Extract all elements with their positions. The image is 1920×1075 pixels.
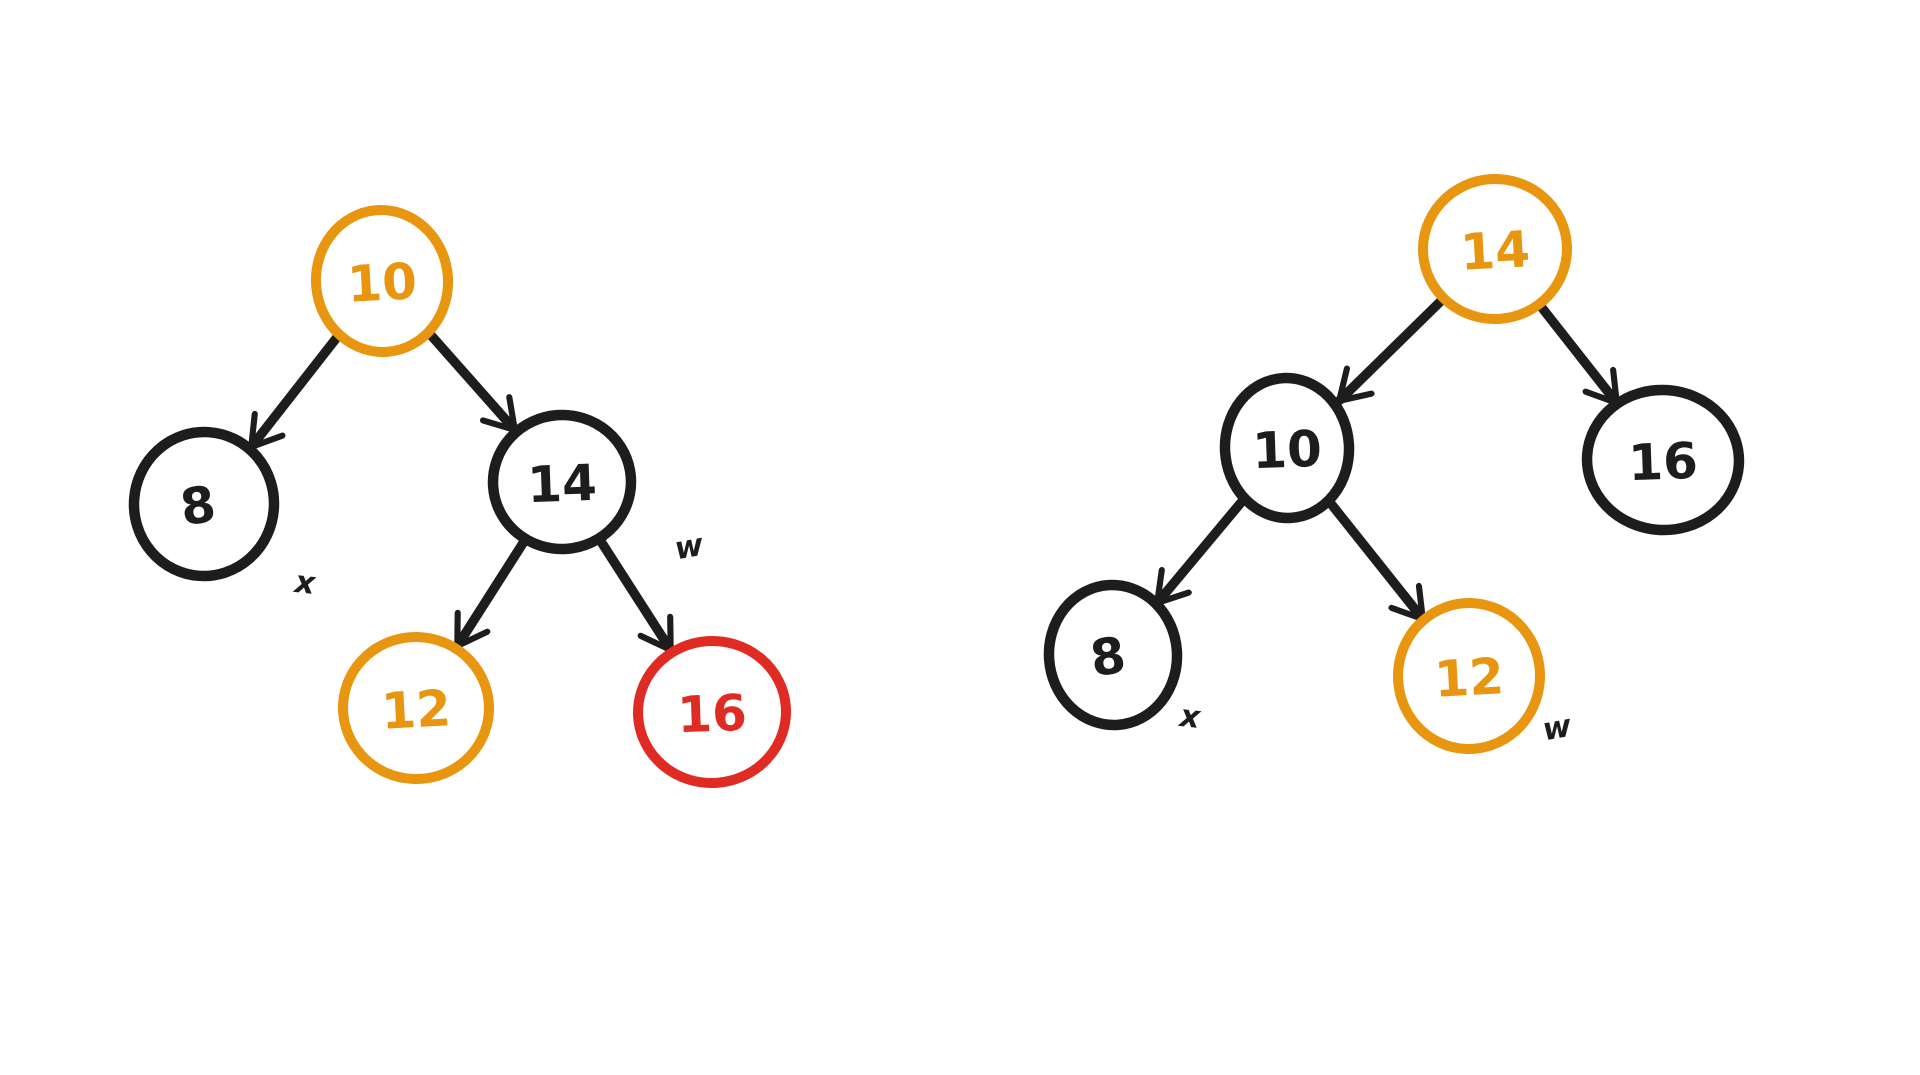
node-before-root-10: 10 [310, 205, 454, 357]
node-circle-after-16 [1581, 384, 1745, 536]
edge-after-14-to-10 [1335, 293, 1449, 405]
node-circle-before-16 [633, 635, 791, 789]
edge-after-10-to-8 [1153, 494, 1249, 607]
node-circle-before-10 [310, 205, 454, 357]
node-circle-after-12 [1392, 598, 1546, 754]
node-circle-before-8 [128, 426, 280, 582]
edge-after-10-to-12 [1323, 495, 1427, 623]
node-circle-after-10 [1219, 372, 1355, 524]
node-value-after-16: 16 [1627, 432, 1699, 492]
node-circle-after-14 [1418, 173, 1572, 325]
node-value-before-12: 12 [380, 679, 453, 741]
node-value-before-16: 16 [676, 684, 748, 744]
node-value-before-8: 8 [177, 475, 220, 537]
node-value-after-12: 12 [1433, 647, 1506, 709]
node-before-right-14: 14 [487, 409, 637, 555]
edge-before-14-to-16 [595, 535, 675, 654]
subtree-label-x-before: x [291, 564, 318, 602]
node-value-before-10: 10 [346, 252, 419, 314]
node-circle-before-14 [487, 409, 637, 555]
edge-before-10-to-14 [424, 328, 519, 434]
node-before-right-left-12: 12 [338, 631, 494, 785]
edge-before-14-to-12 [453, 535, 530, 650]
node-value-before-14: 14 [526, 454, 598, 514]
node-after-left-10: 10 [1219, 372, 1355, 524]
tree-after-rotation: 14 10 16 8 12 x w [1043, 173, 1745, 754]
node-before-left-8: 8 [128, 426, 280, 582]
node-after-left-left-8: 8 [1043, 579, 1183, 731]
subtree-label-w-after: w [1540, 708, 1575, 748]
node-value-after-10: 10 [1251, 420, 1323, 480]
node-circle-after-8 [1043, 579, 1183, 731]
node-after-left-right-12: 12 [1392, 598, 1546, 754]
node-value-after-14: 14 [1459, 220, 1532, 282]
subtree-label-w-before: w [672, 527, 707, 567]
node-after-root-14: 14 [1418, 173, 1572, 325]
tree-before-rotation: 10 8 14 12 16 x w [128, 205, 791, 789]
node-after-right-16: 16 [1581, 384, 1745, 536]
subtree-label-x-after: x [1176, 698, 1203, 736]
node-value-after-8: 8 [1087, 626, 1130, 688]
edge-after-14-to-16 [1534, 299, 1621, 407]
edge-before-10-to-8 [247, 331, 343, 451]
node-before-right-right-16: 16 [633, 635, 791, 789]
node-circle-before-12 [338, 631, 494, 785]
